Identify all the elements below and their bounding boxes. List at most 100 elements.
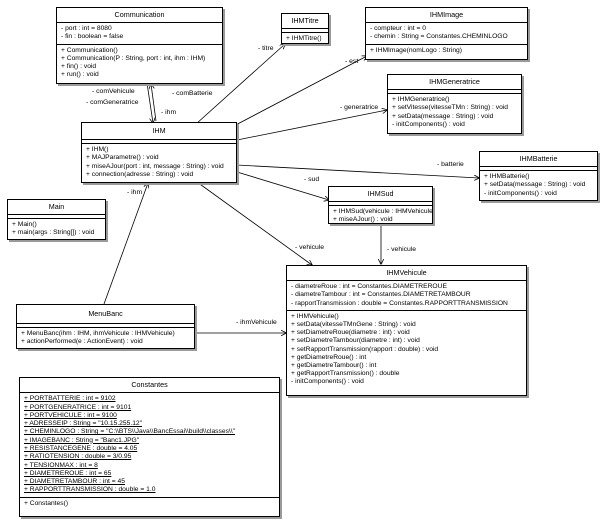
operation-row: + IHMVehicule() — [291, 312, 339, 320]
operation-row: - initComponents() : void — [291, 378, 364, 386]
operation-row: + IHMTitre() — [286, 35, 322, 43]
class-attributes: - compteur : int = 0- chemin : String = … — [366, 22, 527, 43]
operation-row: + IHMSud(vehicule : IHMVehicule) — [333, 208, 432, 216]
assoc-line-comm-ihm-a — [146, 82, 153, 123]
class-attributes: - port : int = 8080- fin : boolean = fal… — [57, 22, 222, 43]
operation-row: + getRapportTransmission() : double — [291, 370, 400, 378]
operation-row: + fin() : void — [61, 63, 97, 71]
class-operations: + IHM()+ MAJParametre() : void+ miseAJou… — [82, 143, 236, 181]
class-ihmimage[interactable]: IHMImage - compteur : int = 0- chemin : … — [365, 7, 528, 60]
class-ihmgeneratrice[interactable]: IHMGeneratrice + IHMGeneratrice()+ setVi… — [387, 74, 522, 134]
class-operations: + IHMVehicule()+ setData(vitesseTMnGene … — [287, 309, 526, 389]
class-ihmbatterie[interactable]: IHMBatterie + IHMBatterie()+ setData(mes… — [479, 151, 598, 201]
class-title: IHMImage — [429, 10, 464, 19]
attribute-row: + IMAGEBANC : String = "Banc1.JPG" — [24, 436, 140, 444]
class-attributes — [282, 28, 328, 32]
operation-row: - initComponents() : void — [392, 120, 465, 128]
class-constantes[interactable]: Constantes + PORTBATTERIE : int = 9102+ … — [19, 377, 280, 517]
operation-row: + setData(message : String) : void — [392, 112, 494, 120]
operation-row: + setData(message : String) : void — [484, 181, 586, 189]
attribute-row: + RESISTANCEGENE : double = 4.05 — [24, 444, 138, 452]
operation-row: + actionPerformed(e : ActionEvent) : voi… — [21, 338, 143, 346]
operation-row: + setData(vitesseTMnGene : String) : voi… — [291, 321, 416, 329]
operation-row: + main(args : String[]) : void — [12, 229, 95, 237]
class-main[interactable]: Main + Main()+ main(args : String[]) : v… — [7, 199, 106, 240]
class-title: Main — [48, 202, 65, 211]
class-title: Constantes — [131, 380, 168, 389]
assoc-line-ihm-titre — [195, 44, 285, 125]
label-comgeneratrice: - comGeneratrice — [86, 99, 139, 106]
label-ihm-menubanc: - ihm — [127, 189, 143, 196]
attribute-row: + TENSIONMAX : int = 8 — [24, 461, 98, 469]
class-operations: + IHMImage(nomLogo : String) — [366, 43, 527, 57]
class-title: IHMBatterie — [519, 154, 558, 163]
class-title: IHM — [152, 126, 166, 135]
attribute-row: + PORTBATTERIE : int = 9102 — [24, 395, 116, 403]
operation-row: + setRapportTransmission(rapport : doubl… — [291, 345, 439, 353]
operation-row: + Constantes() — [24, 499, 69, 507]
class-communication[interactable]: Communication - port : int = 8080- fin :… — [56, 7, 223, 84]
assoc-line-menubanc-ihm — [103, 183, 148, 305]
operation-row: + run() : void — [61, 71, 99, 79]
attribute-row: - port : int = 8080 — [61, 25, 112, 33]
operation-row: + Communication() — [61, 46, 118, 54]
class-attributes — [329, 201, 432, 205]
class-menubanc[interactable]: MenuBanc + MenuBanc(ihm : IHM, ihmVehicu… — [16, 304, 195, 349]
attribute-row: + DIAMETREROUE : int = 65 — [24, 469, 112, 477]
assoc-line-ihm-sud — [236, 171, 329, 200]
operation-row: + setDiametreRoue(diametre : int) : void — [291, 329, 410, 337]
label-comvehicule: - comVehicule — [92, 88, 135, 95]
attribute-row: - diametreRoue : int = Constantes.DIAMET… — [291, 283, 447, 291]
operation-row: + MAJParametre() : void — [86, 154, 159, 162]
class-title: IHMGeneratrice — [429, 77, 480, 86]
label-batterie: - batterie — [437, 161, 464, 168]
label-sud: - sud — [304, 176, 320, 183]
class-ihmsud[interactable]: IHMSud + IHMSud(vehicule : IHMVehicule)+… — [328, 186, 433, 224]
assoc-line-ihm-vehicule — [196, 181, 312, 265]
operation-row: + setVitesse(vitesseTMn : String) : void — [392, 104, 509, 112]
class-title: Communication — [114, 10, 165, 19]
class-attributes — [17, 323, 194, 327]
attribute-row: + PORTVEHICULE : int = 9100 — [24, 411, 117, 419]
class-operations: + Constantes() — [20, 496, 279, 510]
attribute-row: - rapportTransmission : double = Constan… — [291, 299, 508, 307]
class-attributes — [388, 89, 521, 93]
label-ihm-comm: - ihm — [161, 109, 177, 116]
operation-row: + IHMBatterie() — [484, 173, 530, 181]
label-vehicule-sud: - vehicule — [387, 246, 417, 253]
class-ihmvehicule[interactable]: IHMVehicule - diametreRoue : int = Const… — [286, 265, 527, 396]
operation-row: + miseAJour(port : int, message : String… — [86, 162, 224, 170]
class-title: IHMVehicule — [386, 268, 427, 277]
operation-row: + MenuBanc(ihm : IHM, ihmVehicule : IHMV… — [21, 330, 175, 338]
label-combatterie: - comBatterie — [172, 90, 213, 97]
class-attributes — [82, 139, 236, 143]
label-titre: - titre — [258, 45, 274, 52]
class-operations: + IHMSud(vehicule : IHMVehicule)+ miseAJ… — [329, 205, 432, 226]
operation-row: + Main() — [12, 221, 37, 229]
operation-row: + IHMImage(nomLogo : String) — [370, 46, 462, 54]
class-operations: + IHMTitre() — [282, 32, 328, 45]
operation-row: + IHMGeneratrice() — [392, 96, 450, 104]
operation-row: + IHM() — [86, 146, 109, 154]
label-generatrice: - generatrice — [340, 104, 379, 111]
attribute-row: - chemin : String = Constantes.CHEMINLOG… — [370, 33, 508, 41]
operation-row: + Communication(P : String, port : int, … — [61, 54, 206, 62]
assoc-line-ihm-image — [229, 56, 367, 129]
class-attributes: + PORTBATTERIE : int = 9102+ PORTGENERAT… — [20, 392, 279, 497]
class-operations: + IHMGeneratrice()+ setVitesse(vitesseTM… — [388, 93, 521, 131]
attribute-row: - diametreTambour : int = Constantes.DIA… — [291, 291, 471, 299]
attribute-row: + PORTGENERATRICE : int = 9101 — [24, 403, 132, 411]
attribute-row: + CHEMINLOGO : String = "C:\\BTS\\Java\\… — [24, 428, 236, 436]
attribute-row: + RATIOTENSION : double = 3/0.95 — [24, 453, 132, 461]
attribute-row: + ADRESSEIP : String = "10.15.255.12" — [24, 420, 143, 428]
class-attributes — [8, 214, 105, 218]
class-ihm[interactable]: IHM + IHM()+ MAJParametre() : void+ mise… — [81, 122, 237, 183]
operation-row: + getDiametreRoue() : int — [291, 353, 367, 361]
attribute-row: - compteur : int = 0 — [370, 25, 426, 33]
class-ihmtitre[interactable]: IHMTitre + IHMTitre() — [281, 13, 329, 44]
operation-row: + miseAJour() : void — [333, 216, 393, 224]
assoc-line-ihm-batterie — [236, 164, 479, 178]
assoc-line-ihm-generatrice — [236, 110, 387, 141]
label-est: - est — [345, 58, 359, 65]
